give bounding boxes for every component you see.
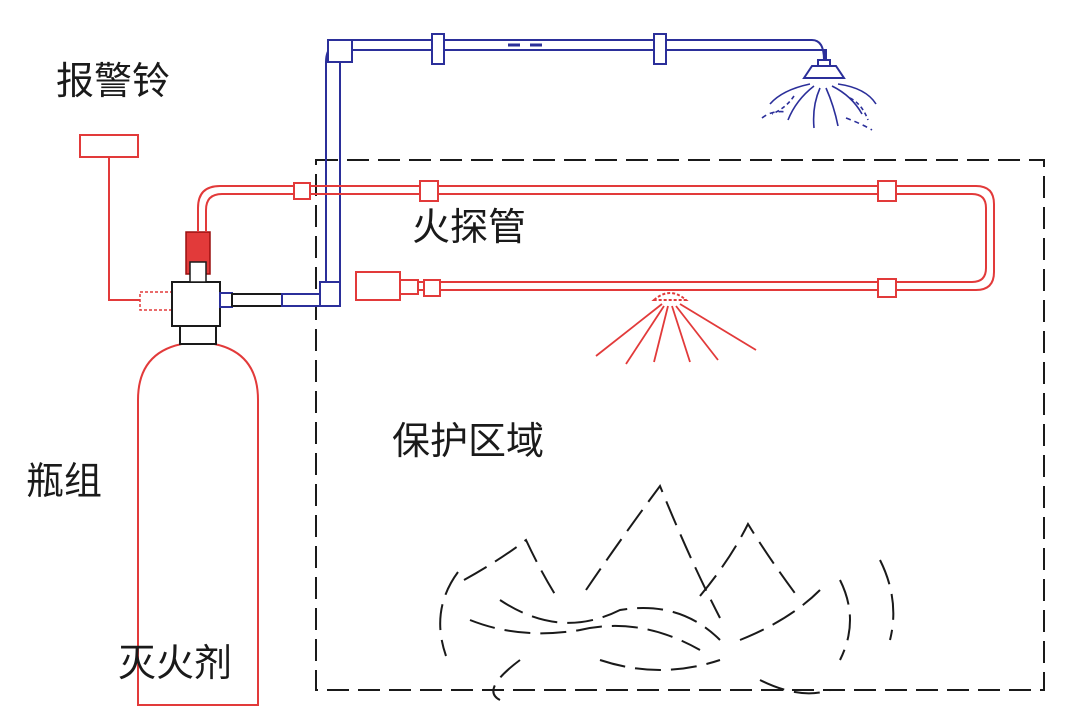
discharge-connector (219, 292, 321, 308)
cylinder-group-label: 瓶组 (26, 459, 103, 503)
fire-detection-tube-label: 火探管 (412, 205, 527, 249)
fire-flames-icon (439, 483, 895, 701)
pressure-switch-icon (185, 231, 211, 283)
fire-detection-tube (197, 185, 995, 291)
discharge-pipe (319, 33, 827, 307)
protected-area-label: 保护区域 (392, 419, 545, 463)
red-spray-pattern-icon (595, 303, 757, 365)
sprinkler-nozzle-icon (802, 59, 846, 79)
detection-tube-fittings (293, 180, 897, 301)
alarm-bell-icon (79, 134, 173, 311)
valve-icon (171, 281, 221, 327)
spray-pattern-icon (761, 83, 877, 131)
red-nozzle-icon (651, 292, 689, 301)
alarm-bell-label: 报警铃 (56, 59, 171, 103)
protected-area-boundary (315, 159, 1045, 691)
cylinder-icon (137, 325, 259, 706)
extinguishing-agent-label: 灭火剂 (118, 641, 233, 685)
